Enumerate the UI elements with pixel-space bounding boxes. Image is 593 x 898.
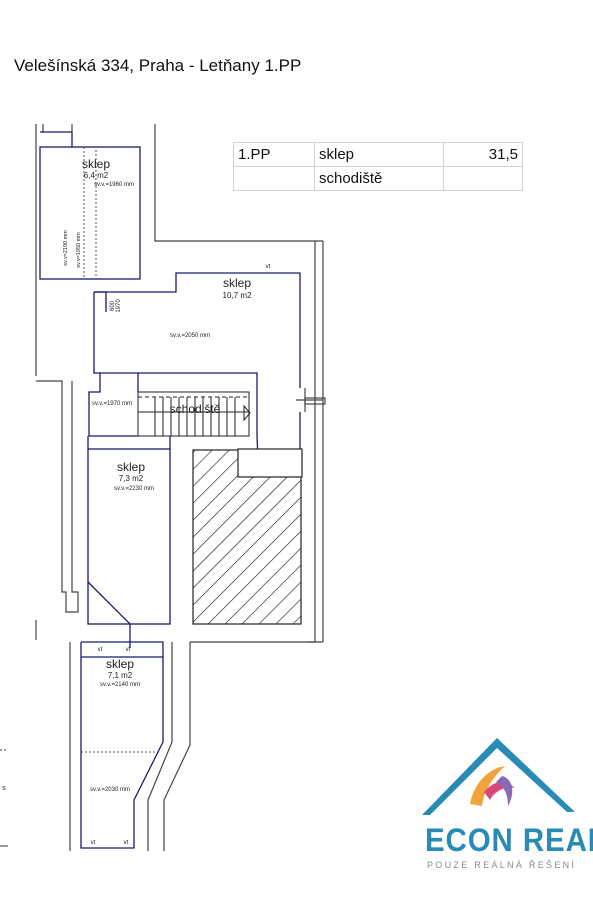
margin-mark: s <box>2 785 6 792</box>
logo-name: ECON REAL <box>425 822 593 858</box>
room-b-vt: vt <box>266 264 271 270</box>
plan-labels: sklep 6,4 m2 sv.v.=1960 mm sv.v=2190 mm … <box>2 157 270 846</box>
table-cell-room: sklep <box>314 142 444 167</box>
room-a-dim1: sv.v=2190 mm <box>63 230 69 266</box>
room-d <box>80 624 164 849</box>
table-cell-area: 31,5 <box>443 142 523 167</box>
room-d-height2: sv.v.=2030 mm <box>90 787 130 793</box>
room-c-height: sv.v.=2230 mm <box>114 486 154 492</box>
table-cell-area <box>443 166 523 191</box>
area-table: 1.PP sklep 31,5 schodiště <box>233 142 523 191</box>
building-outline <box>35 124 326 851</box>
stairs <box>137 391 251 437</box>
room-b-door-height: 1970 <box>116 299 122 313</box>
room-a-dim2: sv.v=1950 mm <box>76 232 82 268</box>
margin-marks <box>0 749 8 847</box>
room-d-name: sklep <box>106 657 134 671</box>
logo-tagline: POUZE REÁLNÁ ŘEŠENÍ <box>427 860 577 870</box>
room-b-area: 10,7 m2 <box>223 291 252 300</box>
table-row: 1.PP sklep 31,5 <box>233 142 523 167</box>
room-b-height: sv.v.=2050 mm <box>170 333 210 339</box>
hatched-area <box>192 449 302 625</box>
room-a-name: sklep <box>82 157 110 171</box>
room-d-vt-top-right: vt <box>126 647 131 653</box>
room-c-area: 7,3 m2 <box>119 474 144 483</box>
stairs-height: sv.v.=1970 mm <box>92 401 132 407</box>
table-row: schodiště <box>233 166 523 191</box>
room-d-vt-bottom-left: vt <box>91 840 96 846</box>
room-d-vt-top-left: vt <box>98 647 103 653</box>
stairs-name: schodiště <box>170 402 221 416</box>
room-b-name: sklep <box>223 276 251 290</box>
room-a <box>39 131 141 280</box>
room-d-height: sv.v.=2140 mm <box>100 682 140 688</box>
room-c-name: sklep <box>117 460 145 474</box>
room-d-area: 7,1 m2 <box>108 671 133 680</box>
room-d-vt-bottom-right: vt <box>124 840 129 846</box>
room-c <box>87 436 171 625</box>
room-a-area: 6,4 m2 <box>84 171 109 180</box>
room-a-height: sv.v.=1960 mm <box>94 182 134 188</box>
room-b-door-width: 600 <box>110 300 116 311</box>
table-cell-floor: 1.PP <box>233 142 315 167</box>
page-title: Velešínská 334, Praha - Letňany 1.PP <box>14 56 302 75</box>
econ-real-logo-icon <box>422 738 575 815</box>
